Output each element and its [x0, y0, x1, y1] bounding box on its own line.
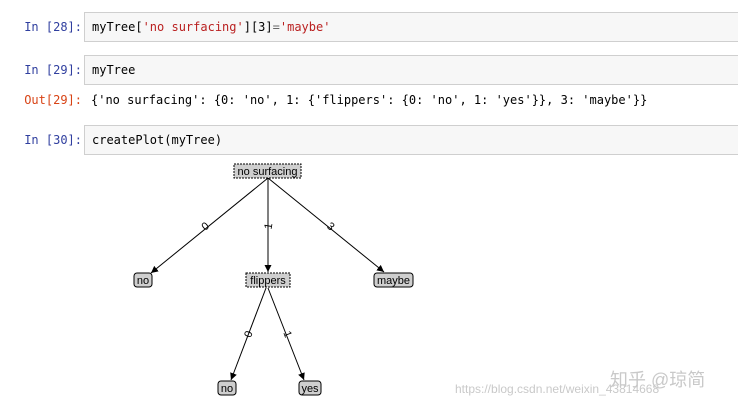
code-input-29[interactable]: myTree	[84, 55, 738, 85]
decision-node-root-box	[233, 163, 302, 179]
code-operator: =	[272, 20, 280, 34]
watermark-url: https://blog.csdn.net/weixin_43814668	[455, 382, 660, 396]
decision-node-root: no surfacing	[238, 166, 298, 178]
leaf-node-sub-no-box	[217, 380, 237, 396]
tree-plot: 0 1 3 0 1 no surfacing flippers no maybe…	[133, 163, 414, 396]
leaf-node-maybe-box	[373, 272, 414, 288]
output-prompt-29: Out[29]:	[24, 93, 82, 107]
edge-label-0: 0	[199, 220, 211, 233]
leaf-node-yes: yes	[301, 383, 319, 395]
decision-node-flippers-box	[245, 272, 291, 288]
edge-flippers-no	[230, 287, 267, 381]
decision-node-flippers: flippers	[250, 275, 286, 287]
code-input-30[interactable]: createPlot(myTree)	[84, 125, 738, 155]
leaf-node-maybe: maybe	[377, 275, 410, 287]
code-token: ][3]	[243, 20, 273, 34]
watermark-brand: 知乎 @琼简	[610, 370, 706, 390]
output-text-29: {'no surfacing': {0: 'no', 1: {'flippers…	[91, 93, 648, 107]
code-input-28[interactable]: myTree['no surfacing'][3]='maybe'	[84, 12, 738, 42]
edge-label-sub-0: 0	[242, 329, 255, 339]
leaf-node-sub-no: no	[221, 383, 233, 395]
code-string: 'maybe'	[279, 20, 331, 34]
edge-label-3: 3	[324, 220, 336, 233]
leaf-node-no: no	[137, 275, 149, 287]
input-prompt-28: In [28]:	[24, 20, 82, 34]
edge-root-no	[150, 177, 269, 274]
leaf-node-yes-box	[298, 380, 322, 396]
input-prompt-30: In [30]:	[24, 133, 82, 147]
edge-label-1: 1	[263, 222, 276, 230]
code-token: myTree[	[92, 20, 143, 34]
code-string: 'no surfacing'	[142, 20, 244, 34]
input-prompt-29: In [29]:	[24, 63, 82, 77]
edge-label-sub-1: 1	[280, 329, 293, 339]
leaf-node-no-box	[133, 272, 153, 288]
edge-flippers-yes	[267, 287, 305, 381]
edge-root-maybe	[267, 177, 385, 273]
